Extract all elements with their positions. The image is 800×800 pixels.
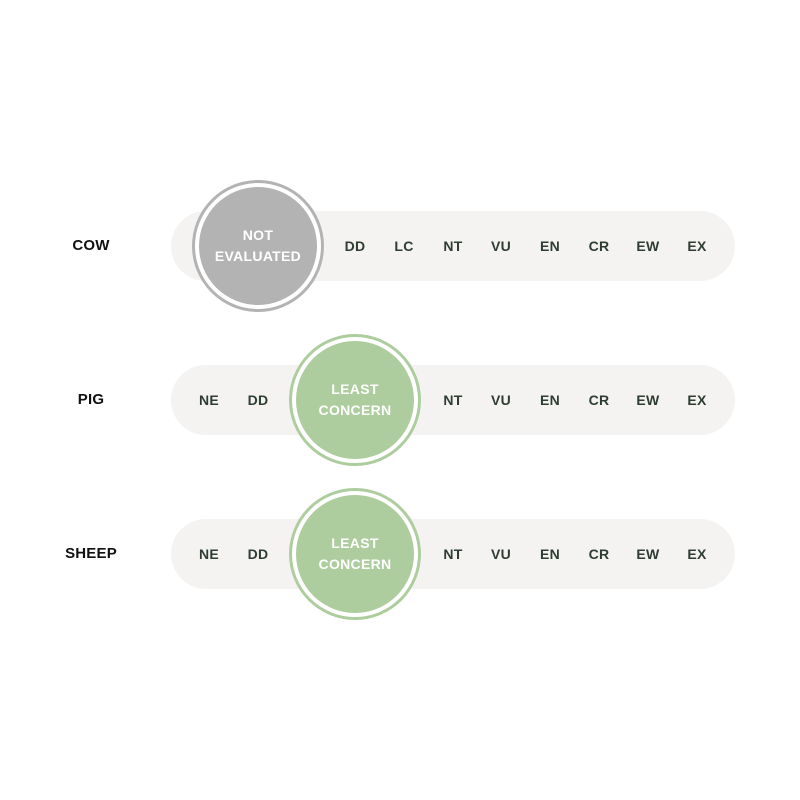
category-label: NT [443,546,463,562]
animal-label: COW [72,237,110,254]
category-label: NE [198,546,220,562]
badge-ring [289,488,421,620]
badge-core: NOT EVALUATED [199,187,317,305]
category-label: NE [198,392,220,408]
category-label: EN [539,392,561,408]
category-label: CR [588,238,610,254]
category-label: EW [636,238,660,254]
badge-ring [192,180,324,312]
category-label: NT [443,238,463,254]
category-label: VU [490,392,512,408]
category-label: EN [539,238,561,254]
category-label: DD [344,238,366,254]
status-badge-least-concern: LEAST CONCERN [289,334,421,466]
status-row-pig: PIG NE DD NT VU EN CR EW EX LEAST CONCER… [0,330,800,470]
animal-label: PIG [77,391,105,408]
category-label: CR [588,546,610,562]
category-label: EX [687,238,707,254]
category-label: EN [539,546,561,562]
status-scale-track [171,365,735,435]
status-text-line2: CONCERN [318,402,392,418]
category-label: NT [443,392,463,408]
badge-core: LEAST CONCERN [296,341,414,459]
status-scale-track [171,519,735,589]
status-badge-not-evaluated: NOT EVALUATED [192,180,324,312]
status-text-line1: LEAST [331,381,379,397]
status-text-line1: LEAST [331,535,379,551]
status-row-sheep: SHEEP NE DD NT VU EN CR EW EX LEAST CONC… [0,484,800,624]
status-row-cow: COW DD LC NT VU EN CR EW EX NOT EVALUATE… [0,176,800,316]
animal-label: SHEEP [65,545,117,562]
category-label: EW [636,392,660,408]
category-label: VU [490,238,512,254]
category-label: CR [588,392,610,408]
category-label: DD [247,392,269,408]
status-badge-least-concern: LEAST CONCERN [289,488,421,620]
status-text-line2: CONCERN [318,556,392,572]
status-text-line2: EVALUATED [214,248,302,264]
category-label: VU [490,546,512,562]
category-label: EW [636,546,660,562]
category-label: EX [687,546,707,562]
badge-core: LEAST CONCERN [296,495,414,613]
status-text-line1: NOT [242,227,274,243]
category-label: LC [394,238,414,254]
category-label: EX [687,392,707,408]
category-label: DD [247,546,269,562]
badge-ring [289,334,421,466]
